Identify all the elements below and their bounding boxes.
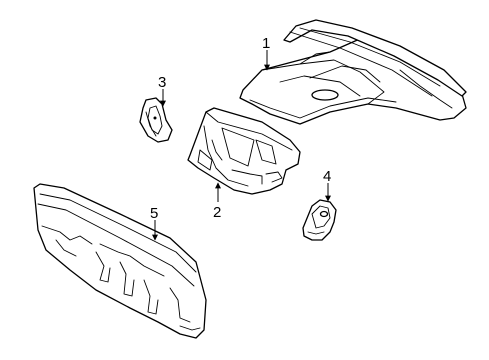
callout-5: 5 xyxy=(150,205,158,222)
part-5-back-panel[interactable] xyxy=(33,183,207,339)
part-2-rear-bulkhead[interactable] xyxy=(187,107,301,195)
part-3-bracket[interactable] xyxy=(139,97,173,143)
callout-1: 1 xyxy=(262,35,270,52)
callout-2: 2 xyxy=(213,204,221,221)
callout-4: 4 xyxy=(323,168,331,185)
callout-3: 3 xyxy=(158,74,166,91)
part-1-rear-shelf[interactable] xyxy=(239,19,467,125)
part-4-bracket[interactable] xyxy=(302,199,337,241)
